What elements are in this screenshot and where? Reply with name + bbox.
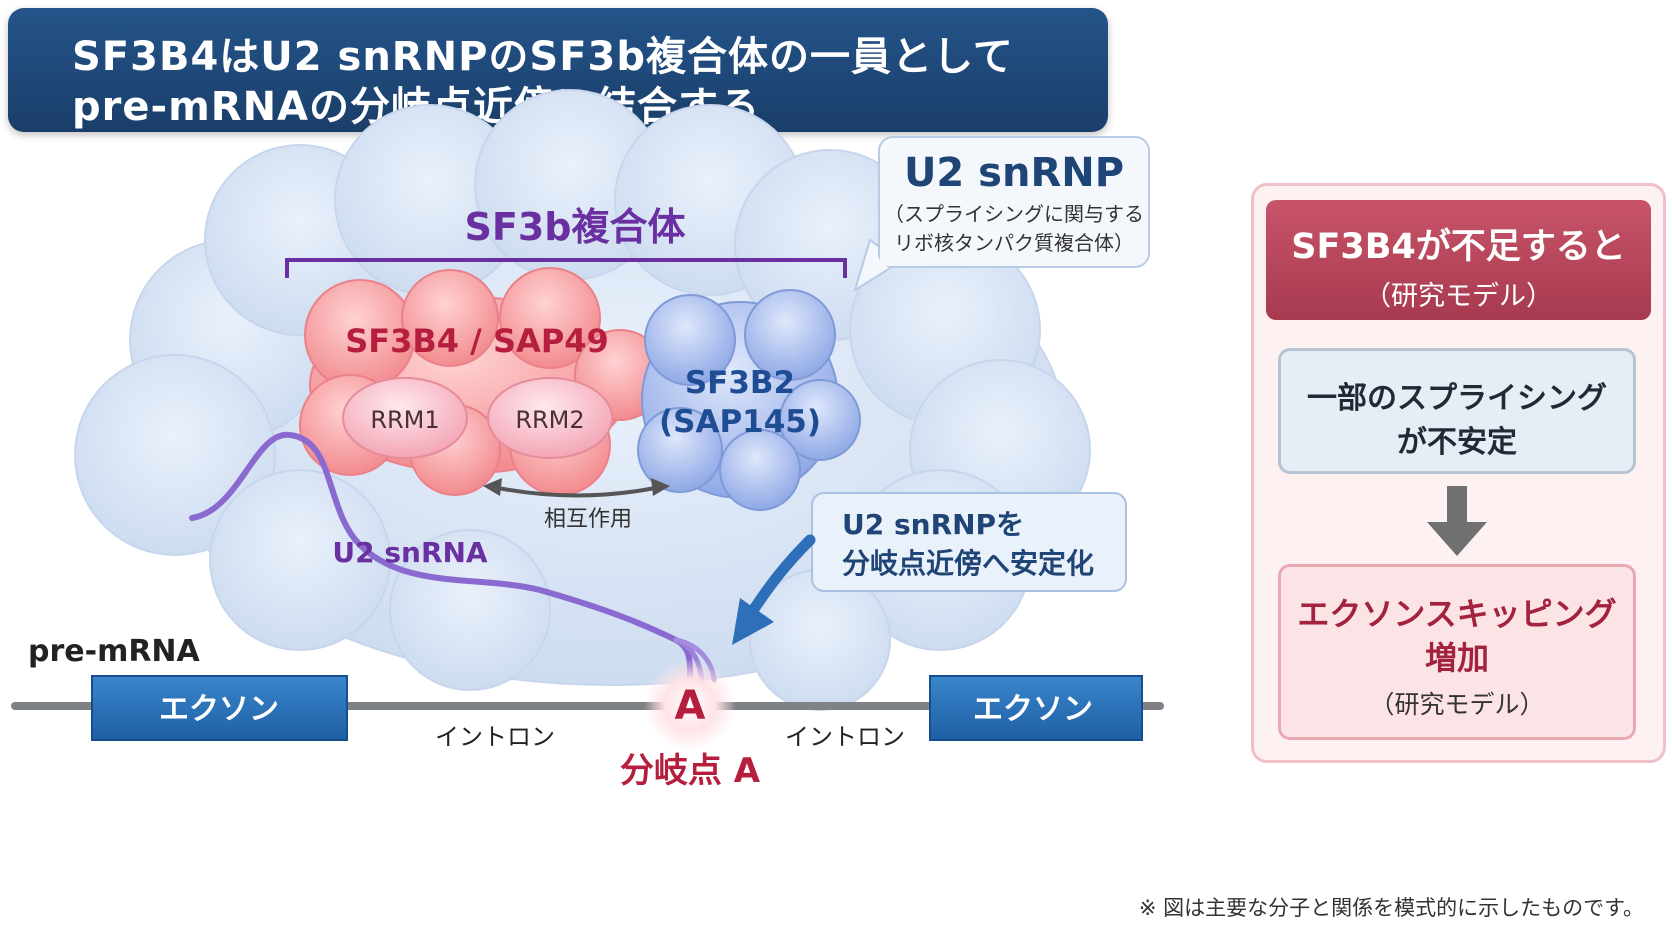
- sf3b4-label: SF3B4 / SAP49: [345, 322, 609, 360]
- sf3b2-label-line1: SF3B2: [685, 365, 795, 401]
- sf3b-complex-label: SF3b複合体: [465, 205, 686, 249]
- interaction-label: 相互作用: [544, 507, 632, 532]
- skip-line3: （研究モデル）: [1369, 690, 1545, 719]
- exon-left: エクソン: [91, 675, 348, 741]
- u2-snrnp-callout-sub1: （スプライシングに関与する: [884, 202, 1144, 226]
- rrm2-domain: RRM2: [487, 377, 613, 459]
- exon-right-label: エクソン: [973, 692, 1093, 727]
- u2-snrnp-callout-sub2: リボ核タンパク質複合体）: [894, 231, 1134, 255]
- consequence-panel: SF3B4が不足すると （研究モデル） 一部のスプライシング が不安定 エクソン…: [1251, 183, 1666, 763]
- panel-header: SF3B4が不足すると （研究モデル）: [1266, 200, 1651, 320]
- sf3b-bracket: [285, 258, 847, 278]
- sf3b2-label-line2: (SAP145): [659, 404, 821, 440]
- title-line-1: SF3B4はU2 snRNPのSF3b複合体の一員として: [72, 34, 1014, 80]
- panel-header-sub: （研究モデル）: [1364, 281, 1553, 312]
- u2-snrna-label: U2 snRNA: [332, 536, 488, 569]
- footnote: ※ 図は主要な分子と関係を模式的に示したものです。: [1138, 896, 1644, 920]
- intron-right-label: イントロン: [785, 723, 905, 751]
- branch-point-label: 分岐点 A: [620, 751, 761, 791]
- exon-skipping-box: エクソンスキッピング 増加 （研究モデル）: [1278, 564, 1636, 740]
- unstable-line2: が不安定: [1397, 425, 1517, 460]
- down-arrow-icon: [1427, 486, 1487, 556]
- unstable-line1: 一部のスプライシング: [1307, 381, 1607, 416]
- skip-line2: 増加: [1424, 639, 1489, 677]
- rrm2-label: RRM2: [515, 406, 584, 434]
- u2-snrnp-callout: [853, 136, 1150, 293]
- u2-snrnp-callout-title: U2 snRNP: [904, 150, 1124, 196]
- interaction-arrow: [483, 478, 670, 498]
- exon-right: エクソン: [929, 675, 1143, 741]
- panel-header-title: SF3B4が不足すると: [1291, 227, 1626, 267]
- unstable-splicing-box: 一部のスプライシング が不安定: [1278, 348, 1636, 474]
- branch-point-glow: [644, 659, 736, 751]
- sf3b2-protein: [637, 289, 861, 511]
- stabilize-callout-line2: 分岐点近傍へ安定化: [842, 547, 1094, 580]
- branch-point-letter: A: [675, 683, 706, 729]
- pre-mrna-label: pre-mRNA: [28, 634, 201, 669]
- stabilize-callout-line1: U2 snRNPを: [842, 508, 1024, 541]
- intron-left-label: イントロン: [435, 723, 555, 751]
- rrm1-domain: RRM1: [342, 377, 468, 459]
- rrm1-label: RRM1: [370, 406, 439, 434]
- skip-line1: エクソンスキッピング: [1297, 595, 1617, 633]
- exon-left-label: エクソン: [159, 692, 279, 727]
- stabilize-arrow: [732, 534, 816, 645]
